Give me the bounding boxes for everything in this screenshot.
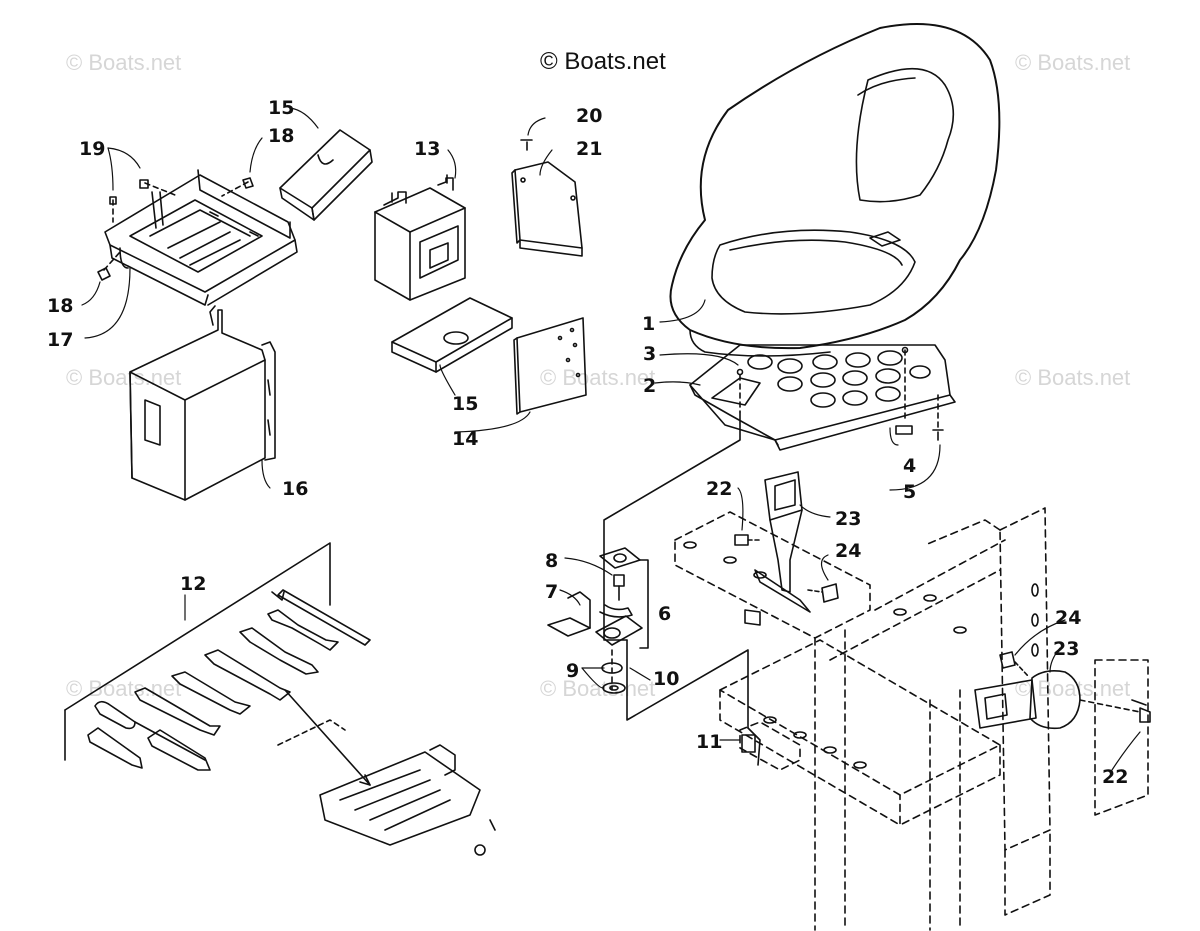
- callout-3: 3: [643, 343, 656, 365]
- mount-bolt-line: [747, 727, 761, 766]
- battery-box-cover: [129, 305, 276, 501]
- callout-5: 5: [903, 481, 916, 503]
- seat-belt-left: [734, 471, 839, 626]
- callout-11: 11: [696, 731, 722, 753]
- copyright-label: © Boats.net: [540, 48, 666, 75]
- callout-15: 15: [268, 97, 294, 119]
- callout-23: 23: [835, 508, 861, 530]
- callout-23: 23: [1053, 638, 1079, 660]
- seat-base-plate: [689, 344, 956, 451]
- battery-part: [374, 174, 466, 301]
- tool-storage-tray: [277, 719, 496, 856]
- callout-17: 17: [47, 329, 73, 351]
- tool-kit-boundary: [64, 542, 331, 761]
- callout-16: 16: [282, 478, 308, 500]
- battery-tray-fasteners: [97, 177, 254, 281]
- callout-numbers: 1 2 3 4 5 6 7 8 9 10 11 12 13 14 15 15 1…: [47, 97, 1128, 788]
- latch-mount-frame: [626, 639, 749, 729]
- frame-holes: [683, 541, 1039, 769]
- callout-12: 12: [180, 573, 206, 595]
- callout-4: 4: [903, 455, 916, 477]
- callout-22: 22: [706, 478, 732, 500]
- callout-13: 13: [414, 138, 440, 160]
- callout-10: 10: [653, 668, 679, 690]
- callout-14: 14: [452, 428, 478, 450]
- callout-1: 1: [642, 313, 655, 335]
- callout-24: 24: [835, 540, 861, 562]
- callout-2: 2: [643, 375, 656, 397]
- watermark: © Boats.net: [540, 365, 656, 390]
- callout-7: 7: [545, 581, 558, 603]
- watermark: © Boats.net: [66, 365, 182, 390]
- watermark: © Boats.net: [66, 50, 182, 75]
- callout-19: 19: [79, 138, 105, 160]
- callout-6: 6: [658, 603, 671, 625]
- seat-belt-buckle-right: [974, 651, 1151, 730]
- callout-15: 15: [452, 393, 478, 415]
- callout-21: 21: [576, 138, 602, 160]
- seat-part: [669, 23, 1001, 357]
- seat-latch-assembly: [547, 547, 643, 694]
- cover-plate: [511, 139, 583, 257]
- tool-leader: [284, 689, 371, 786]
- callout-18: 18: [268, 125, 294, 147]
- watermark: © Boats.net: [1015, 50, 1131, 75]
- tool-wrenches: [87, 589, 371, 771]
- callout-24: 24: [1055, 607, 1081, 629]
- watermark: © Boats.net: [540, 676, 656, 701]
- callout-20: 20: [576, 105, 602, 127]
- leader-lines: [81, 107, 1141, 771]
- callout-bracket: [639, 559, 649, 649]
- battery-tray-part: [104, 169, 298, 306]
- callout-22: 22: [1102, 766, 1128, 788]
- callout-18: 18: [47, 295, 73, 317]
- watermark: © Boats.net: [1015, 365, 1131, 390]
- callout-8: 8: [545, 550, 558, 572]
- foam-pad-upper: [279, 129, 373, 221]
- vehicle-frame: [674, 507, 1149, 931]
- foam-pad-lower: [391, 297, 513, 373]
- seat-fasteners: [603, 349, 944, 641]
- battery-pad: [513, 317, 587, 415]
- callout-9: 9: [566, 660, 579, 682]
